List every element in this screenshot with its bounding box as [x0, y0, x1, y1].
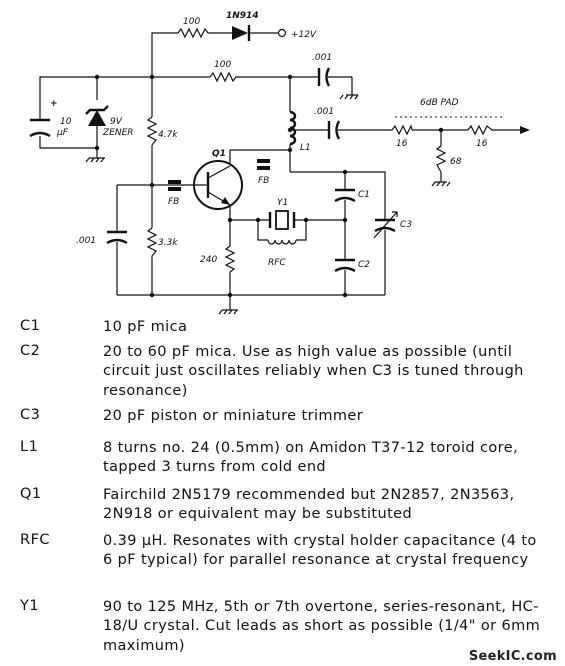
- label-pad-title: 6dB PAD: [420, 98, 459, 108]
- label-supply: +12V: [291, 30, 317, 40]
- part-name: Q1: [20, 486, 42, 502]
- part-name: C3: [20, 407, 41, 423]
- label-c1: C1: [358, 190, 370, 200]
- zener-diode: [85, 105, 109, 126]
- label-r-bias-bot: 3.3k: [158, 238, 178, 248]
- label-pad-r1: 16: [396, 139, 408, 149]
- diode-1n914: [232, 25, 251, 41]
- label-c-bypass: .001: [76, 236, 96, 246]
- watermark: SeekIC.com: [468, 649, 557, 664]
- label-zener-value: 9V: [110, 117, 123, 127]
- output-arrow: [520, 126, 530, 134]
- part-description: Fairchild 2N5179 recommended but 2N2857,…: [103, 487, 515, 523]
- label-fb2: FB: [258, 176, 269, 186]
- label-r-mid: 100: [214, 60, 231, 70]
- part-description: 8 turns no. 24 (0.5mm) on Amidon T37-12 …: [103, 440, 519, 476]
- label-fb1: FB: [168, 197, 179, 207]
- label-r-top: 100: [183, 17, 200, 27]
- part-name: Y1: [20, 598, 40, 614]
- circuit-schematic: 100 1N914 +12V 100 .001 .001 6dB PAD + 1…: [29, 11, 530, 315]
- part-description: 10 pF mica: [103, 319, 188, 335]
- label-c2: C2: [358, 260, 370, 270]
- label-c3: C3: [400, 220, 412, 230]
- transistor-q1: [193, 160, 243, 210]
- part-description: 20 pF piston or miniature trimmer: [103, 408, 364, 424]
- supply-terminal: [277, 28, 287, 38]
- label-c-in-value: 10: [60, 117, 72, 127]
- label-diode: 1N914: [226, 11, 259, 21]
- label-r-emitter: 240: [200, 255, 217, 265]
- label-y1: Y1: [277, 198, 288, 208]
- part-name: L1: [20, 439, 39, 455]
- label-l1: L1: [300, 143, 311, 153]
- crystal-y1: [268, 210, 296, 230]
- label-c-top: .001: [312, 53, 332, 63]
- junction-dots: [94, 74, 444, 298]
- label-pad-r2: 16: [476, 139, 488, 149]
- label-c-out: .001: [314, 107, 334, 117]
- part-description: 20 to 60 pF mica. Use as high value as p…: [103, 344, 524, 399]
- label-pad-r3: 68: [450, 157, 462, 167]
- part-name: C2: [20, 343, 41, 359]
- label-r-bias-top: 4.7k: [158, 130, 178, 140]
- resistors: [146, 27, 493, 273]
- label-zener-name: ZENER: [102, 128, 134, 138]
- wires: [39, 32, 520, 310]
- ferrite-beads: [168, 159, 270, 191]
- part-name: RFC: [20, 532, 51, 548]
- label-c-in-unit: μF: [56, 128, 69, 138]
- part-name: C1: [20, 318, 41, 334]
- ground-symbols: [85, 94, 451, 315]
- label-rfc: RFC: [268, 258, 286, 268]
- rfc-coil: [267, 239, 297, 245]
- label-c-in-plus: +: [50, 99, 58, 109]
- part-description: 0.39 μH. Resonates with crystal holder c…: [103, 533, 537, 569]
- part-description: 90 to 125 MHz, 5th or 7th overtone, seri…: [103, 599, 541, 654]
- capacitors: [29, 67, 398, 273]
- label-q1: Q1: [212, 149, 226, 159]
